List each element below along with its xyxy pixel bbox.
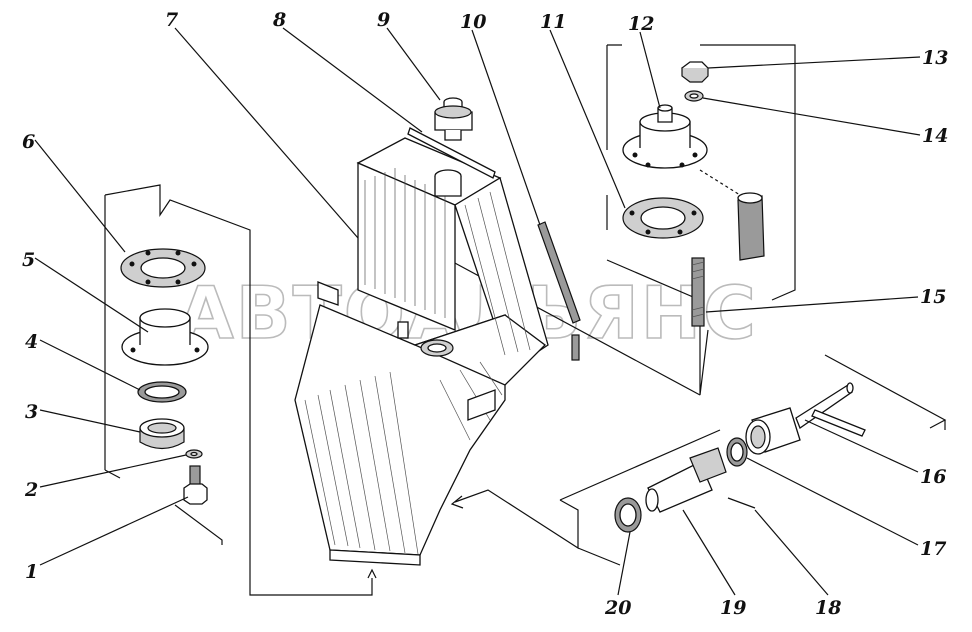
callout-7: 7 [165,9,178,31]
part-9-filler-cap [434,97,473,141]
bottom-right-assembly-frame [454,354,947,566]
leader-lines [34,27,921,596]
part-11-gasket [622,197,704,239]
part-17-seal-ring [726,437,748,467]
callout-labels: 1 2 3 4 5 6 7 8 9 10 11 12 13 14 15 16 1… [22,9,948,619]
part-15-stud [691,257,705,327]
part-20-washer [614,497,642,533]
part-2-washer [185,449,203,459]
callout-12: 12 [628,13,654,35]
callout-3: 3 [25,401,38,423]
callout-11: 11 [540,11,566,33]
part-14-washer [684,90,704,102]
callout-20: 20 [604,597,631,619]
left-assembly-frame [104,184,373,596]
part-10-sealing-strip [537,221,581,361]
part-19-union-fitting [645,447,727,513]
callout-1: 1 [25,561,38,583]
callout-10: 10 [460,11,486,33]
callout-5: 5 [22,249,35,271]
callout-15: 15 [920,286,946,308]
callout-2: 2 [24,479,38,501]
part-5-flange-cover [121,308,209,366]
callout-17: 17 [920,538,946,560]
fuel-tank [294,137,549,566]
callout-4: 4 [25,331,38,353]
part-13-nut [681,61,709,83]
callout-16: 16 [920,466,946,488]
callout-13: 13 [922,47,948,69]
part-4-seal-ring [137,381,187,403]
part-16-valve-fitting [745,382,866,455]
callout-8: 8 [272,9,286,31]
sensor-element [699,169,765,261]
part-1-bolt [183,465,208,505]
part-3-plug [139,418,185,450]
part-6-gasket [120,248,206,288]
callout-14: 14 [922,125,948,147]
callout-18: 18 [815,597,841,619]
part-18-pin [727,497,756,509]
part-12-flange-cover [622,104,708,169]
top-right-assembly-frame [439,44,796,396]
callout-6: 6 [22,131,35,153]
callout-9: 9 [377,9,390,31]
callout-19: 19 [720,597,746,619]
frame-arrow-left [450,495,464,509]
frame-arrow-bottom [367,568,377,579]
part-8-gasket-strip [407,127,496,179]
